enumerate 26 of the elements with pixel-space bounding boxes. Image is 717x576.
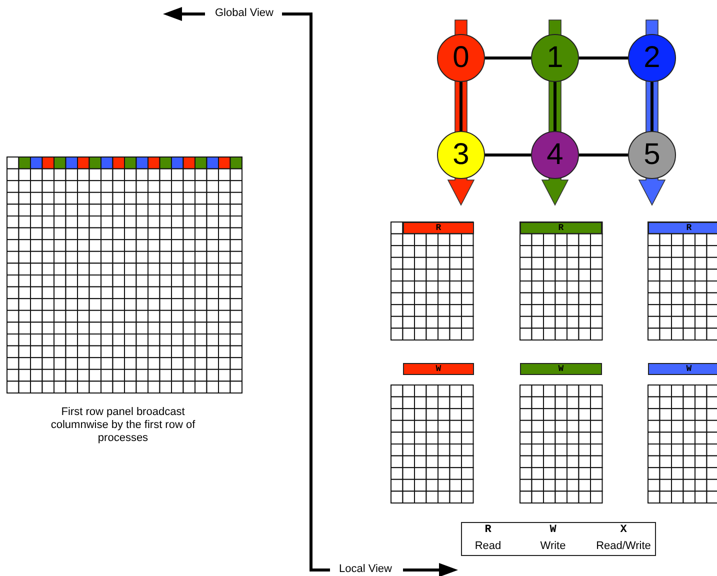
panel-bar: W — [520, 363, 602, 375]
process-circle: 4 — [531, 131, 579, 179]
connector-line — [485, 154, 531, 156]
process-circle: 2 — [628, 34, 676, 82]
panel-bar: R — [648, 222, 717, 234]
panel-bar: W — [648, 363, 717, 375]
legend-text: Read — [474, 539, 502, 554]
legend-text: Write — [539, 539, 567, 554]
panel-bar: R — [520, 222, 602, 234]
legend-box — [461, 522, 656, 556]
panel-bar: R — [403, 222, 474, 234]
connector-line — [485, 56, 531, 60]
connector-line — [554, 82, 556, 131]
connector-line — [650, 82, 654, 131]
legend-symbol: R — [484, 523, 492, 538]
legend-symbol: W — [548, 523, 558, 538]
panel-bar: W — [403, 363, 474, 375]
connector-line — [579, 154, 628, 156]
connector-line — [579, 56, 628, 60]
process-circle: 3 — [437, 131, 485, 179]
connector-line — [460, 82, 462, 131]
process-circle: 0 — [437, 34, 485, 82]
process-circle: 1 — [531, 34, 579, 82]
legend-text: Read/Write — [595, 539, 652, 554]
legend-symbol: X — [619, 523, 628, 538]
process-circle: 5 — [628, 131, 676, 179]
